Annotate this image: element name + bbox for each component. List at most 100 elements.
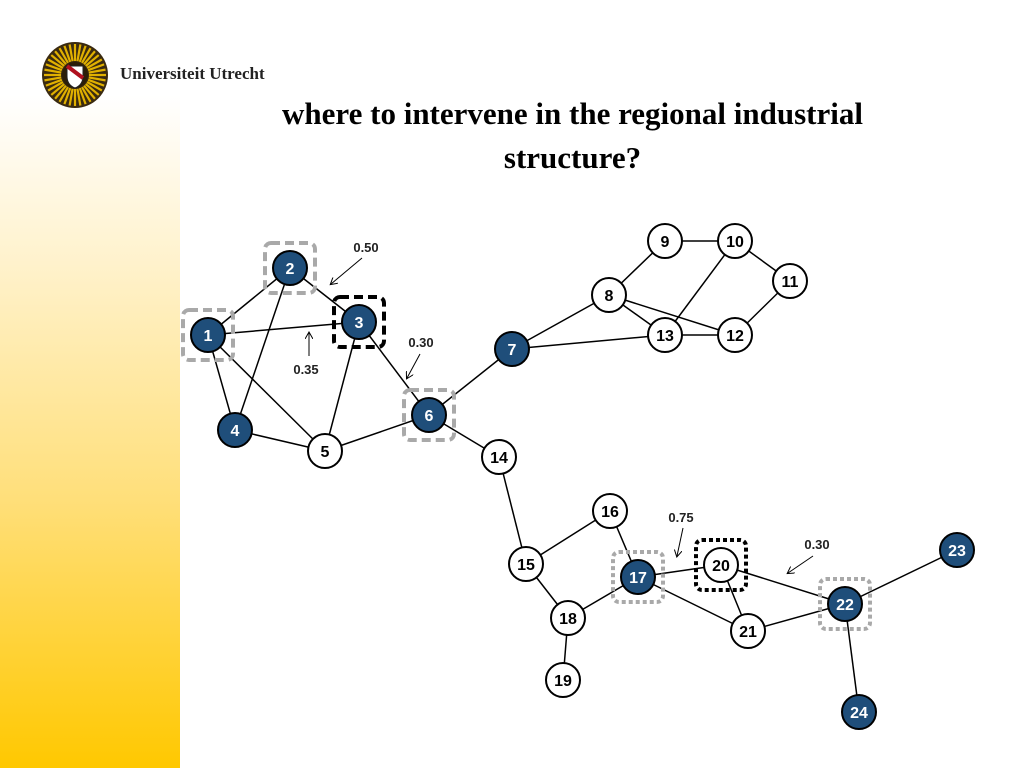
node-label-19: 19 [554, 673, 572, 690]
node-circle-9 [647, 223, 683, 259]
highlight-box-node-6 [402, 388, 456, 442]
node-label-7: 7 [508, 342, 517, 359]
node-label-17: 17 [629, 570, 647, 587]
annotation-label-3: 0.30 [408, 335, 433, 350]
title-line-1: where to intervene in the regional indus… [282, 96, 863, 131]
annotation-label-5: 0.30 [804, 537, 829, 552]
node-label-18: 18 [559, 611, 577, 628]
annotation-arrow-4 [677, 527, 684, 556]
node-17: 17 [620, 559, 656, 595]
node-23: 23 [939, 532, 975, 568]
node-circle-24 [841, 694, 877, 730]
highlight-boxes-layer [181, 241, 872, 631]
node-circle-5 [307, 433, 343, 469]
node-circle-3 [341, 304, 377, 340]
node-21: 21 [730, 613, 766, 649]
node-12: 12 [717, 317, 753, 353]
node-10: 10 [717, 223, 753, 259]
node-6: 6 [411, 397, 447, 433]
node-circle-11 [772, 263, 808, 299]
node-circle-12 [717, 317, 753, 353]
node-13: 13 [647, 317, 683, 353]
annotation-label-4: 0.75 [668, 510, 693, 525]
edge-7-13 [511, 334, 666, 350]
node-circle-1 [190, 317, 226, 353]
node-8: 8 [591, 277, 627, 313]
node-14: 14 [481, 439, 517, 475]
edge-3-5 [324, 321, 360, 452]
node-16: 16 [592, 493, 628, 529]
node-circle-4 [217, 412, 253, 448]
edge-22-23 [844, 549, 958, 605]
node-label-2: 2 [286, 261, 295, 278]
highlight-box-node-17 [611, 550, 665, 604]
node-circle-20 [703, 547, 739, 583]
university-name: Universiteit Utrecht [120, 64, 265, 83]
highlight-box-node-3 [332, 295, 386, 349]
node-circle-17 [620, 559, 656, 595]
highlight-box-node-20 [694, 538, 748, 592]
annotation-arrow-1 [331, 257, 363, 284]
node-label-15: 15 [517, 557, 535, 574]
node-circle-22 [827, 586, 863, 622]
node-label-22: 22 [836, 597, 854, 614]
edge-3-6 [358, 321, 430, 416]
node-9: 9 [647, 223, 683, 259]
node-label-24: 24 [850, 705, 868, 722]
node-7: 7 [494, 331, 530, 367]
edge-7-8 [511, 294, 610, 350]
yellow-side-band [0, 95, 180, 768]
annotation-label-1: 0.50 [353, 240, 378, 255]
edge-14-15 [498, 456, 527, 565]
node-circle-16 [592, 493, 628, 529]
highlight-box-node-22 [818, 577, 872, 631]
edge-1-5 [207, 334, 326, 452]
node-4: 4 [217, 412, 253, 448]
node-22: 22 [827, 586, 863, 622]
edge-2-4 [234, 267, 291, 431]
node-circle-21 [730, 613, 766, 649]
node-circle-23 [939, 532, 975, 568]
node-label-5: 5 [321, 444, 330, 461]
highlight-box-node-1 [181, 308, 235, 362]
node-label-21: 21 [739, 624, 757, 641]
node-24: 24 [841, 694, 877, 730]
node-circle-15 [508, 546, 544, 582]
edge-17-21 [637, 576, 749, 632]
node-circle-6 [411, 397, 447, 433]
node-circle-18 [550, 600, 586, 636]
node-label-20: 20 [712, 558, 730, 575]
node-label-11: 11 [782, 274, 799, 291]
annotation-arrows-layer: 0.500.350.300.750.30 [293, 240, 830, 573]
node-circle-2 [272, 250, 308, 286]
node-label-4: 4 [231, 423, 240, 440]
node-2: 2 [272, 250, 308, 286]
node-19: 19 [545, 662, 581, 698]
edge-22-24 [844, 603, 860, 713]
annotation-arrow-3 [407, 353, 421, 378]
edge-10-13 [664, 240, 736, 336]
node-3: 3 [341, 304, 377, 340]
highlight-box-node-2 [263, 241, 317, 295]
node-label-23: 23 [948, 543, 966, 560]
node-15: 15 [508, 546, 544, 582]
page-title: where to intervene in the regional indus… [240, 92, 905, 180]
node-circle-19 [545, 662, 581, 698]
node-1: 1 [190, 317, 226, 353]
node-circle-10 [717, 223, 753, 259]
edge-8-12 [608, 294, 736, 336]
node-label-8: 8 [605, 288, 614, 305]
node-label-16: 16 [601, 504, 619, 521]
node-label-3: 3 [355, 315, 364, 332]
annotation-arrow-5 [788, 555, 814, 573]
node-circle-14 [481, 439, 517, 475]
node-label-1: 1 [204, 328, 213, 345]
node-label-12: 12 [726, 328, 744, 345]
edge-5-6 [324, 414, 430, 452]
node-5: 5 [307, 433, 343, 469]
node-circle-7 [494, 331, 530, 367]
node-circle-13 [647, 317, 683, 353]
node-18: 18 [550, 600, 586, 636]
